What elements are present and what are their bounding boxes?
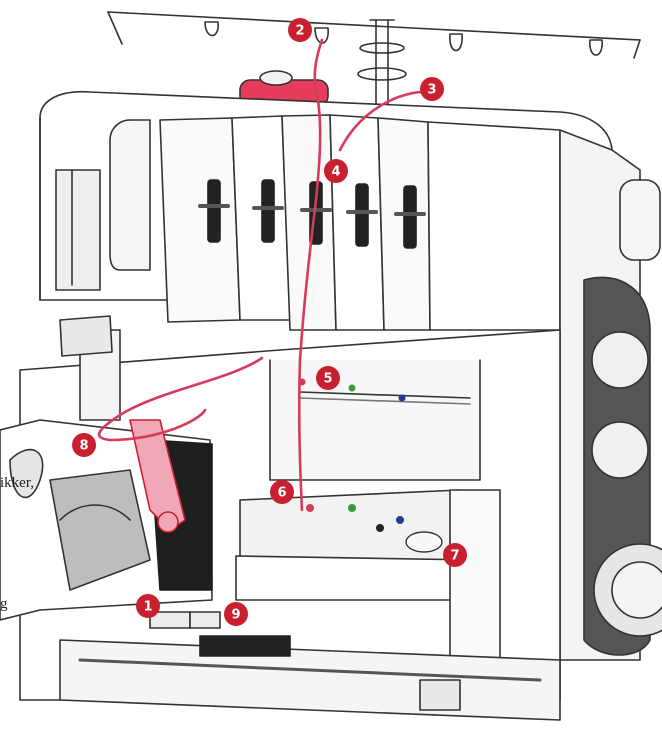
callout-2: 2 <box>288 18 312 42</box>
callout-8: 8 <box>72 433 96 457</box>
base-rail <box>59 611 561 721</box>
callout-number: 6 <box>277 486 286 501</box>
callout-7: 7 <box>443 543 467 567</box>
dot-black <box>376 524 384 532</box>
callout-number: 1 <box>143 600 152 615</box>
callout-4: 4 <box>324 159 348 183</box>
dot-red <box>298 378 306 386</box>
dot-red-2 <box>306 504 314 512</box>
callout-circle <box>324 159 348 183</box>
callout-circle <box>224 602 248 626</box>
thread-stand <box>107 11 641 119</box>
callout-number: 3 <box>427 83 436 98</box>
callout-circle <box>136 594 160 618</box>
callout-circle <box>270 480 294 504</box>
callout-number: 2 <box>295 24 304 39</box>
callout-5: 5 <box>316 366 340 390</box>
callout-6: 6 <box>270 480 294 504</box>
thread-guide-dots <box>298 378 443 553</box>
thread-path <box>97 38 432 512</box>
edge-text-1: ikker, <box>0 475 34 491</box>
callout-number: 8 <box>79 439 88 454</box>
callout-circle <box>316 366 340 390</box>
callout-number: 4 <box>331 165 340 180</box>
callout-9: 9 <box>224 602 248 626</box>
callout-1: 1 <box>136 594 160 618</box>
dot-blue <box>398 394 406 402</box>
dot-green-2 <box>348 504 356 512</box>
callout-circle <box>420 77 444 101</box>
callout-circle <box>443 543 467 567</box>
dot-green <box>348 384 356 392</box>
callout-circle <box>72 433 96 457</box>
callout-3: 3 <box>420 77 444 101</box>
looper-area <box>0 315 213 621</box>
thread-cutter-knob <box>405 531 443 553</box>
callout-badges: 1 2 3 4 5 6 7 8 9 <box>72 18 467 626</box>
tension-dials <box>207 179 417 249</box>
edge-text-2: g <box>0 596 8 612</box>
callout-number: 7 <box>450 549 459 564</box>
callout-number: 5 <box>323 372 332 387</box>
dot-blue-2 <box>396 516 404 524</box>
handwheel-side <box>559 129 662 661</box>
tension-panels <box>159 114 561 331</box>
callout-circle <box>288 18 312 42</box>
callout-number: 9 <box>231 608 240 623</box>
